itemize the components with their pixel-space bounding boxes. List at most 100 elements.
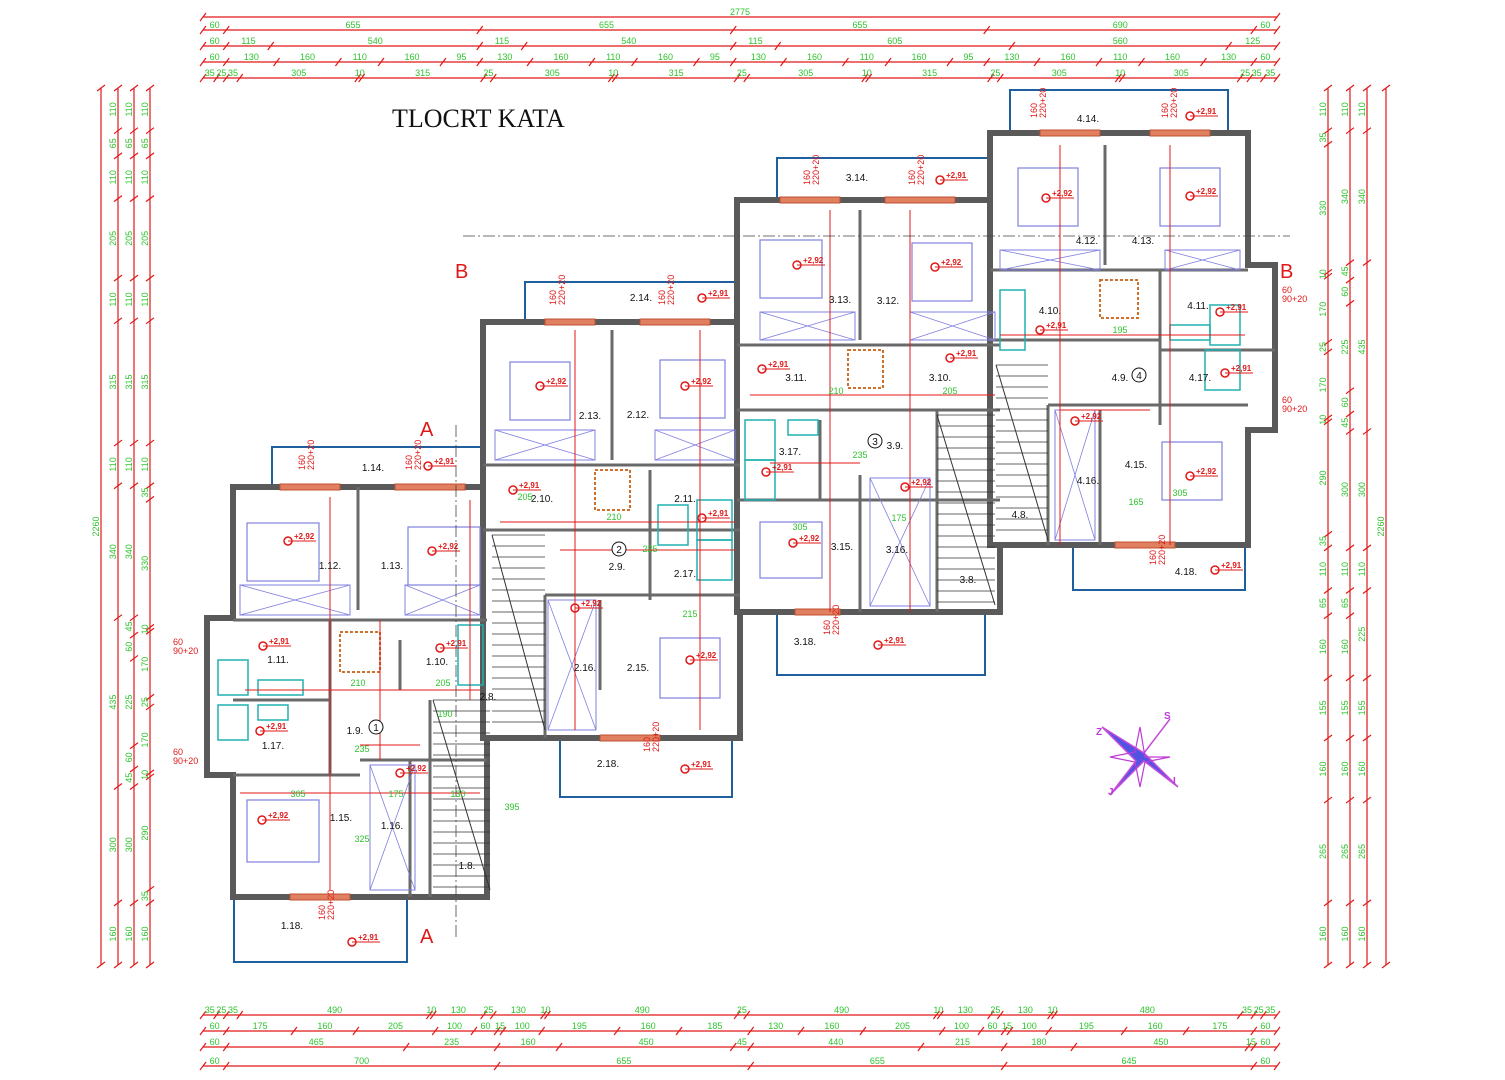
inner-dimension: 175 (388, 789, 403, 799)
dimension-value: 60 (1260, 1037, 1270, 1047)
dimension-value: 655 (345, 20, 360, 30)
dimension-tick (113, 961, 123, 969)
elevation-marker: +2,91 (1210, 561, 1243, 575)
dimension-value: 160 (1318, 926, 1328, 941)
window-width: 160 (822, 620, 832, 635)
dimension-tick (431, 1026, 439, 1036)
dimension-tick (129, 482, 139, 490)
wardrobe-icon (1164, 249, 1241, 271)
dimension-tick (1045, 1026, 1053, 1036)
elevation-value: +2,91 (1231, 364, 1252, 373)
dimension-value: 110 (606, 52, 620, 62)
dimension-value: 225 (1340, 340, 1350, 355)
window-height: 220+20 (1038, 88, 1048, 118)
dimension-value: 35 (228, 68, 238, 78)
dimension-value: 100 (515, 1021, 530, 1031)
dimension-tick (1006, 1026, 1014, 1036)
dimension-value: 10 (608, 68, 618, 78)
window (1114, 541, 1176, 549)
elevation-marker: +2,91 (347, 933, 380, 947)
dimension-tick (145, 127, 155, 135)
dimension-tick (733, 1010, 741, 1020)
elevation-value: +2,91 (1226, 303, 1247, 312)
window (279, 483, 341, 491)
compass-north: S (1164, 711, 1171, 722)
window (639, 318, 711, 326)
elevation-marker: +2,91 (761, 463, 794, 477)
bed-icon (759, 521, 823, 579)
column-outline (847, 349, 884, 389)
dimension-tick (1323, 418, 1333, 426)
dimension-tick (480, 1010, 488, 1020)
sanitary-fixture-icon (696, 539, 733, 581)
window (599, 734, 661, 742)
dimension-tick (222, 57, 230, 67)
dimension-tick (543, 1010, 551, 1020)
sanitary-fixture-icon (257, 679, 304, 696)
dimension-value: 560 (1113, 36, 1128, 46)
elevation-value: +2,91 (708, 509, 729, 518)
dimension-value: 160 (1357, 762, 1367, 777)
unit-number: 1 (373, 723, 379, 734)
dimension-value: 60 (988, 1021, 998, 1031)
dimension-value: 60 (1260, 20, 1270, 30)
dimension-tick (987, 1010, 995, 1020)
window-width: 160 (548, 290, 558, 305)
window (1149, 129, 1211, 137)
dimension-value: 130 (751, 52, 766, 62)
room-label: 3.14. (846, 173, 868, 184)
dimension-tick (1273, 1026, 1281, 1036)
dimension-tick (129, 742, 139, 750)
dimension-tick (129, 899, 139, 907)
elevation-value: +2,92 (1196, 187, 1217, 196)
dimension-tick (113, 482, 123, 490)
window-height: 220+20 (651, 722, 661, 752)
dimension-value: 340 (108, 544, 118, 559)
window-height: 90+20 (1282, 294, 1307, 304)
section-letter: A (420, 419, 434, 441)
dimension-tick (1345, 84, 1355, 92)
elevation-value: +2,91 (708, 289, 729, 298)
dimension-tick (861, 73, 869, 83)
section-marker-a: A (420, 926, 434, 948)
dimension-value: 315 (124, 374, 134, 389)
dimension-value: 110 (1318, 562, 1328, 576)
wardrobe-icon (654, 429, 736, 461)
dimension-value: 130 (244, 52, 259, 62)
elevation-marker: +2,92 (680, 377, 713, 391)
dimension-tick (747, 1042, 755, 1052)
dimension-tick (222, 73, 230, 83)
dimension-tick (273, 57, 281, 67)
inner-dimension: 215 (682, 609, 697, 619)
room-label: 1.14. (362, 463, 384, 474)
dimension-tick (199, 1026, 207, 1036)
dimension-value: 160 (824, 1021, 839, 1031)
dimension-tick (489, 73, 497, 83)
window-width: 160 (317, 905, 327, 920)
dimension-value: 15 (1246, 1037, 1256, 1047)
dimension-tick (1323, 338, 1333, 346)
bed-icon (246, 799, 320, 863)
room-label: 3.13. (829, 295, 851, 306)
dimension-value: 175 (253, 1021, 268, 1031)
dimension-tick (113, 152, 123, 160)
dimension-tick (1323, 268, 1333, 276)
dimension-tick (267, 41, 275, 51)
dimension-tick (354, 73, 362, 83)
window-height: 220+20 (811, 155, 821, 185)
dimension-tick (1323, 530, 1333, 538)
dimension-tick (145, 317, 155, 325)
dimension-value: 45 (124, 621, 134, 631)
dimension-tick (480, 73, 488, 83)
dimension-tick (692, 57, 700, 67)
dimension-value: 60 (124, 642, 134, 652)
dimension-tick (1259, 1010, 1267, 1020)
dimension-tick (145, 274, 155, 282)
room-label: 3.15. (831, 542, 853, 553)
dimension-value: 60 (1260, 52, 1270, 62)
inner-dimension: 225 (642, 544, 657, 554)
column-outline (594, 469, 631, 511)
dimension-tick (780, 57, 788, 67)
